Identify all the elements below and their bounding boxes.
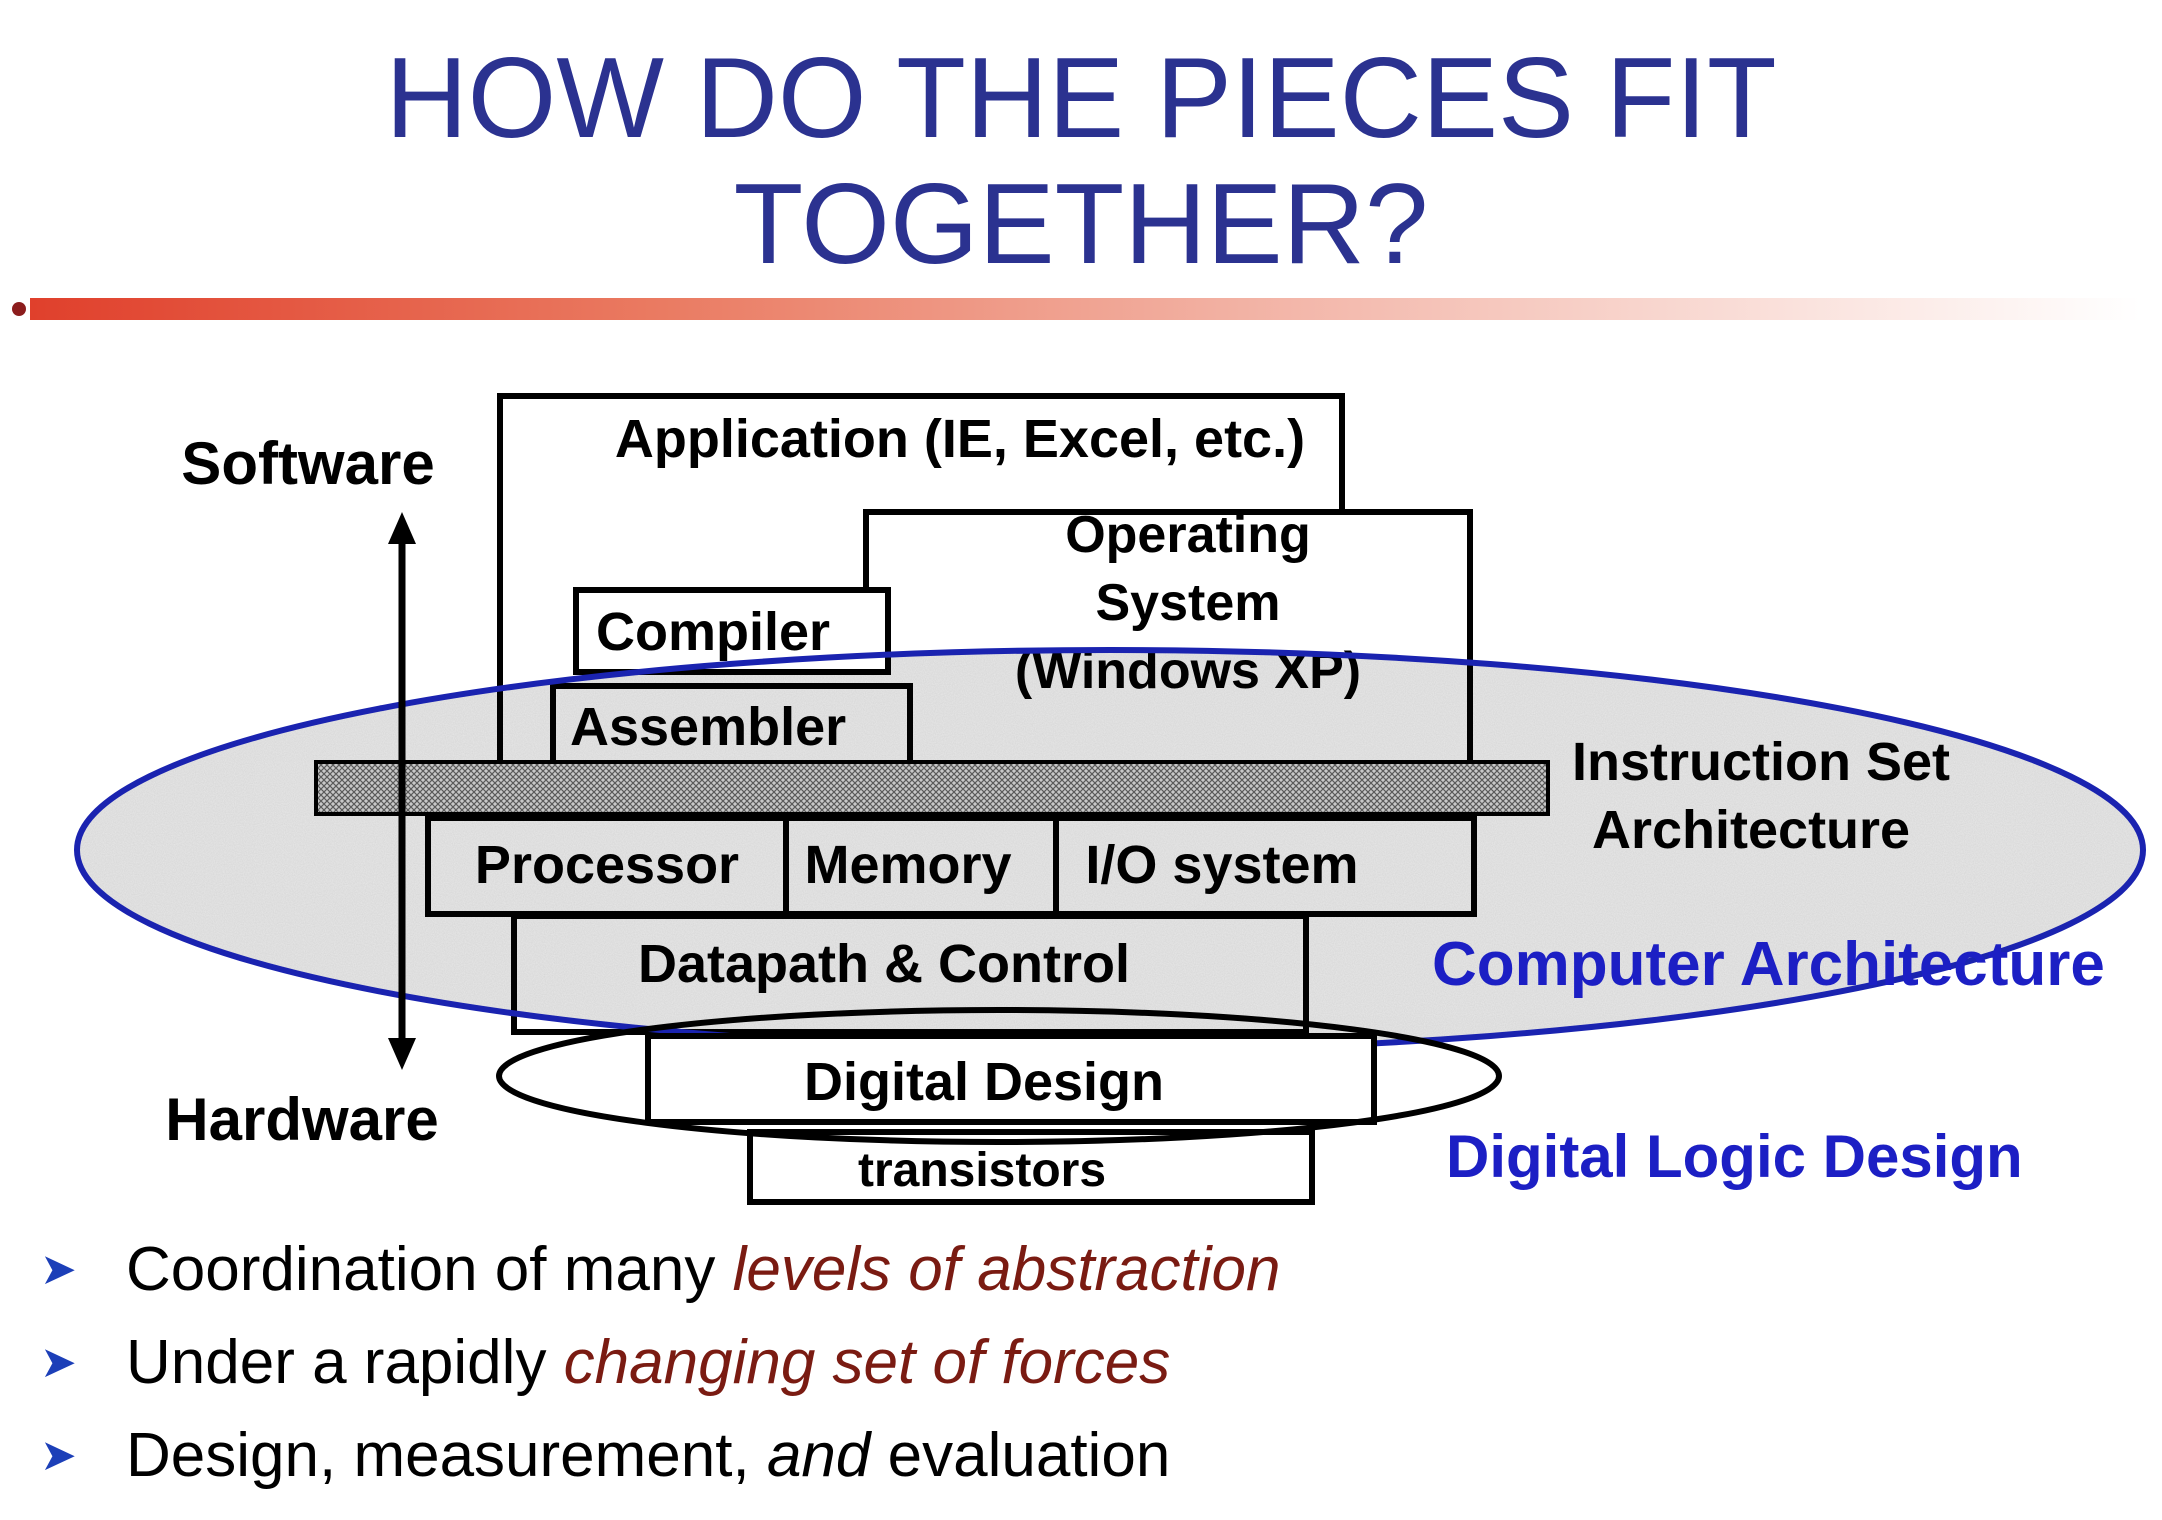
assembler-box: Assembler [550, 683, 913, 760]
os-label-line-2: System [1096, 574, 1281, 632]
digital-design-box: Digital Design [645, 1033, 1377, 1125]
bullet-item: ➤ Under a rapidly changing set of forces [40, 1323, 2140, 1416]
software-hardware-axis: Software Hardware [165, 430, 438, 1153]
application-box: Application (IE, Excel, etc.) [497, 393, 1345, 760]
software-label: Software [181, 430, 434, 497]
isa-label-line-2: Architecture [1592, 800, 1910, 860]
isa-label-line-1: Instruction Set [1572, 732, 1950, 792]
arrow-bullet-icon: ➤ [40, 1338, 77, 1387]
up-arrow-icon [388, 512, 416, 544]
bullet-emphasis: levels of abstraction [732, 1235, 1281, 1304]
hardware-label: Hardware [165, 1086, 438, 1153]
bullet-list: ➤ Coordination of many levels of abstrac… [40, 1230, 2140, 1509]
bullet-tail: evaluation [870, 1421, 1171, 1490]
datapath-label: Datapath & Control [638, 934, 1130, 994]
assembler-label: Assembler [570, 697, 846, 757]
digital-logic-design-outline [496, 1007, 1502, 1145]
bullet-text: Coordination of many [126, 1235, 733, 1304]
arrow-bullet-icon: ➤ [40, 1431, 77, 1480]
bullet-item: ➤ Design, measurement, and evaluation [40, 1416, 2140, 1509]
title-rule [30, 298, 2140, 320]
bullet-text: Design, measurement, [126, 1421, 767, 1490]
memory-label: Memory [804, 835, 1011, 895]
arrow-bullet-icon: ➤ [40, 1245, 77, 1294]
bullet-item: ➤ Coordination of many levels of abstrac… [40, 1230, 2140, 1323]
transistors-box: transistors [747, 1129, 1315, 1205]
datapath-control-box: Datapath & Control [511, 913, 1309, 1035]
bullet-emphasis: changing set of forces [563, 1328, 1171, 1397]
os-label-line-1: Operating [1065, 506, 1311, 564]
digital-logic-design-label: Digital Logic Design [1446, 1123, 2023, 1190]
bullet-emphasis: and [766, 1421, 871, 1490]
transistors-label: transistors [858, 1144, 1106, 1197]
digital-design-label: Digital Design [804, 1052, 1164, 1112]
title-rule-dot [12, 302, 26, 316]
down-arrow-icon [388, 1038, 416, 1070]
io-system-label: I/O system [1085, 835, 1358, 895]
bullet-text: Under a rapidly [126, 1328, 564, 1397]
slide-title-line-1: HOW DO THE PIECES FIT [385, 35, 1777, 162]
isa-bar [314, 760, 1550, 816]
slide-title-line-2: TOGETHER? [733, 161, 1429, 288]
computer-architecture-region [77, 650, 2143, 1050]
computer-architecture-label: Computer Architecture [1432, 930, 2105, 999]
application-label: Application (IE, Excel, etc.) [615, 409, 1305, 469]
compiler-label: Compiler [596, 602, 830, 662]
slide-title: HOW DO THE PIECES FIT TOGETHER? [0, 36, 2162, 288]
processor-label: Processor [475, 835, 739, 895]
